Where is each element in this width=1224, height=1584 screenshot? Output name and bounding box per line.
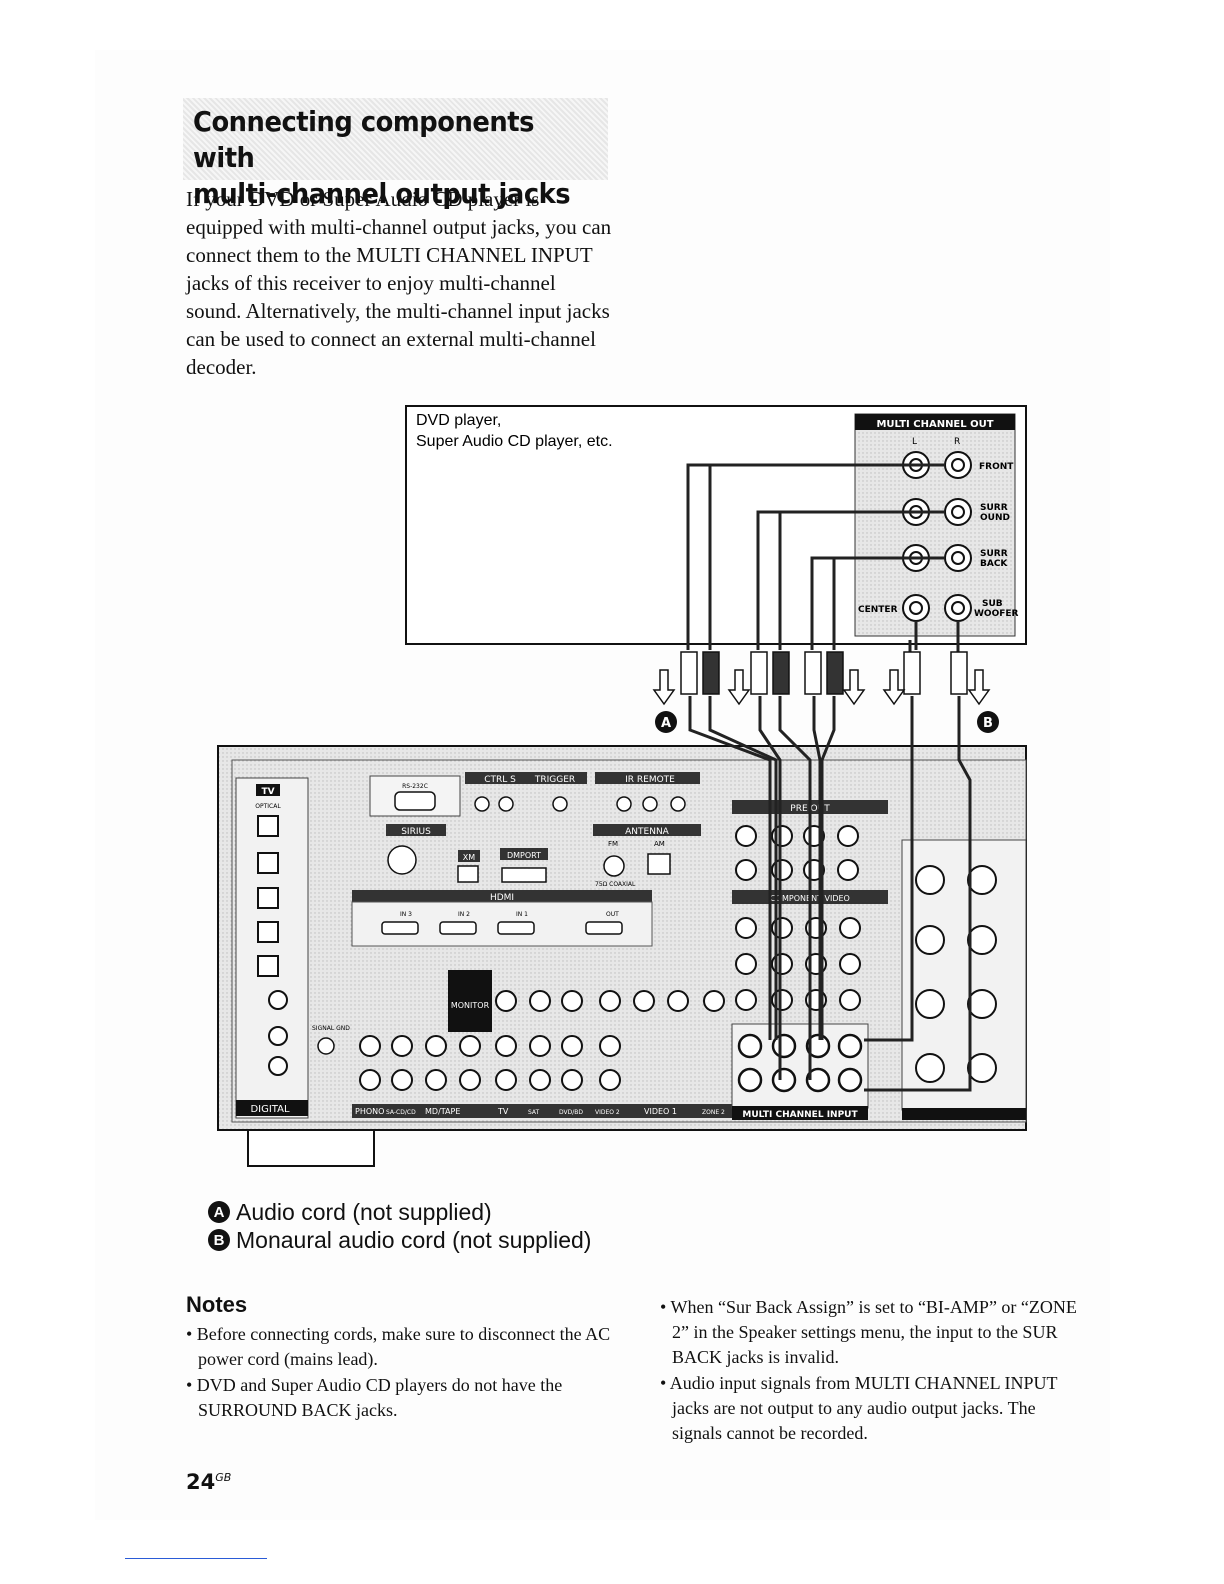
page-number: 24GB xyxy=(186,1470,231,1494)
label-hdmi-in3: IN 3 xyxy=(400,911,412,918)
label-ctrl-s: CTRL S xyxy=(484,775,516,785)
component-jacks xyxy=(735,917,861,1011)
out-r-label: R xyxy=(954,437,960,447)
label-hdmi-in2: IN 2 xyxy=(458,911,470,918)
optical-jacks xyxy=(257,815,279,977)
audio-jacks-l xyxy=(359,1035,621,1057)
label-hdmi-in1: IN 1 xyxy=(516,911,528,918)
marker-b-badge xyxy=(977,711,999,733)
bottom-label-mdtape: MD/TAPE xyxy=(425,1107,460,1116)
notes-title: Notes xyxy=(186,1292,248,1317)
out-label-front: FRONT xyxy=(979,462,1014,472)
footer-rule xyxy=(125,1558,267,1559)
label-hdmi-out: OUT xyxy=(606,911,619,918)
page-number-suffix: GB xyxy=(215,1471,232,1484)
receiver-foot xyxy=(247,1129,375,1167)
bottom-label-phono: PHONO xyxy=(355,1107,384,1116)
marker-a-badge xyxy=(655,711,677,733)
note-item: • DVD and Super Audio CD players do not … xyxy=(186,1375,563,1420)
label-multi-channel-input: MULTI CHANNEL INPUT xyxy=(742,1110,858,1120)
notes-right-list: • When “Sur Back Assign” is set to “BI-A… xyxy=(660,1295,1090,1447)
legend-badge-b: B xyxy=(208,1229,230,1251)
connection-diagram: DVD player, Super Audio CD player, etc. … xyxy=(217,405,1027,1167)
label-rs232c: RS-232C xyxy=(402,783,428,790)
legend-badge-a: A xyxy=(208,1201,230,1223)
marker-b: B xyxy=(983,716,993,731)
label-ir-remote: IR REMOTE xyxy=(625,775,675,785)
bottom-label-video1: VIDEO 1 xyxy=(644,1107,677,1116)
bottom-labels: PHONO SA-CD/CD MD/TAPE TV SAT DVD/BD VID… xyxy=(355,1107,725,1116)
player-label-line2: Super Audio CD player, etc. xyxy=(416,433,613,450)
label-am: AM xyxy=(654,840,665,848)
video-jacks xyxy=(495,990,725,1012)
out-l-label: L xyxy=(912,437,917,447)
hdmi-ports xyxy=(381,921,623,935)
legend: A Audio cord (not supplied) B Monaural a… xyxy=(208,1198,591,1254)
bottom-label-video2: VIDEO 2 xyxy=(595,1109,620,1116)
legend-item-a: A Audio cord (not supplied) xyxy=(208,1198,591,1226)
player-label-line1: DVD player, xyxy=(416,412,501,429)
note-item: • When “Sur Back Assign” is set to “BI-A… xyxy=(660,1297,1077,1367)
label-tv: TV xyxy=(261,787,274,797)
legend-text-b: Monaural audio cord (not supplied) xyxy=(236,1226,592,1253)
marker-a: A xyxy=(661,716,671,731)
label-fm: FM xyxy=(608,840,618,848)
speaker-terminals xyxy=(915,865,997,1083)
multi-channel-input-jacks xyxy=(737,1033,863,1093)
rca-plugs xyxy=(680,651,968,695)
label-optical: OPTICAL xyxy=(255,803,281,810)
audio-jacks-r xyxy=(359,1069,621,1091)
section-title: Connecting components with multi-channel… xyxy=(193,105,571,210)
multi-channel-out-label: MULTI CHANNEL OUT xyxy=(876,419,993,430)
rs232c-port xyxy=(394,791,436,811)
label-monitor: MONITOR xyxy=(451,1001,490,1010)
cables-to-receiver xyxy=(688,696,972,1092)
section-title-box: Connecting components with multi-channel… xyxy=(183,98,608,210)
bottom-label-dvdbd: DVD/BD xyxy=(559,1109,583,1116)
bottom-label-tv: TV xyxy=(497,1107,509,1116)
cables xyxy=(686,463,960,660)
multi-channel-out-panel xyxy=(854,413,1016,637)
page-number-value: 24 xyxy=(186,1470,216,1494)
intro-paragraph: If your DVD or Super Audio CD player is … xyxy=(186,187,612,379)
coaxial-jacks xyxy=(268,990,288,1076)
notes-left-list: • Before connecting cords, make sure to … xyxy=(186,1322,616,1424)
label-signal-gnd: SIGNAL GND xyxy=(312,1025,350,1032)
bottom-label-sat: SAT xyxy=(528,1109,540,1116)
label-digital: DIGITAL xyxy=(250,1104,290,1115)
sirius-jack xyxy=(387,845,417,875)
label-antenna: ANTENNA xyxy=(625,827,670,837)
out-label-center: CENTER xyxy=(858,605,898,615)
label-dmport: DMPORT xyxy=(507,851,541,860)
note-item: • Audio input signals from MULTI CHANNEL… xyxy=(660,1373,1058,1443)
control-jacks xyxy=(474,796,686,812)
label-trigger: TRIGGER xyxy=(534,775,575,785)
label-hdmi: HDMI xyxy=(490,893,514,903)
legend-text-a: Audio cord (not supplied) xyxy=(236,1198,492,1225)
direction-arrows xyxy=(652,669,991,706)
bottom-label-sacd: SA-CD/CD xyxy=(386,1109,416,1116)
bottom-label-zone2: ZONE 2 xyxy=(702,1109,725,1116)
note-item: • Before connecting cords, make sure to … xyxy=(186,1324,611,1369)
multi-channel-out-header xyxy=(855,414,1015,430)
label-sirius: SIRIUS xyxy=(401,827,431,837)
legend-item-b: B Monaural audio cord (not supplied) xyxy=(208,1226,591,1254)
label-xm: XM xyxy=(463,853,475,862)
label-coaxial: 75Ω COAXIAL xyxy=(595,881,636,888)
